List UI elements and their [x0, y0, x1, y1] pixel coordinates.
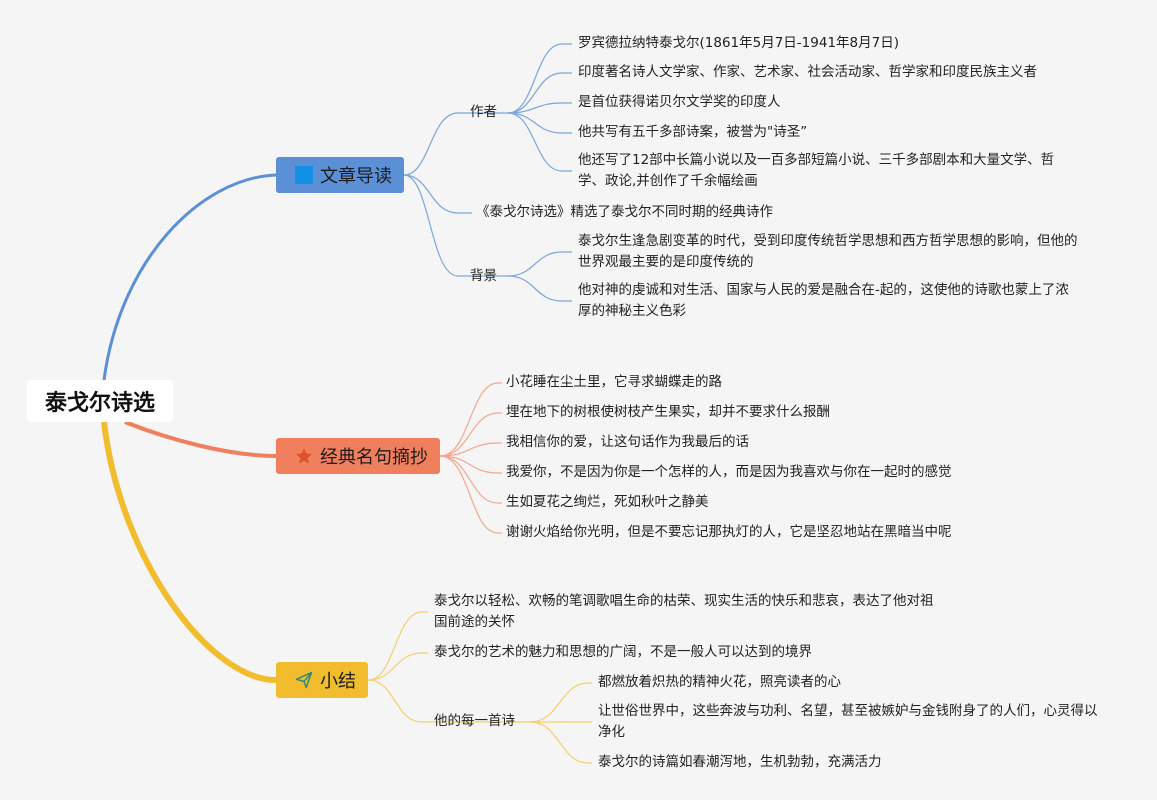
subtopic-selection[interactable]: 《泰戈尔诗选》精选了泰戈尔不同时期的经典诗作: [476, 204, 773, 220]
summary-item[interactable]: 泰戈尔以轻松、欢畅的笔调歌唱生命的枯荣、现实生活的快乐和悲哀，表达了他对祖国前途…: [434, 593, 934, 630]
list-item[interactable]: 他共写有五千多部诗案，被誉为"诗圣”: [578, 124, 808, 140]
quote-item[interactable]: 生如夏花之绚烂，死如秋叶之静美: [506, 494, 709, 510]
subtopic-label: 作者: [470, 104, 497, 120]
list-item[interactable]: 是首位获得诺贝尔文学奖的印度人: [578, 94, 781, 110]
subtopic-author[interactable]: 作者: [470, 102, 497, 123]
branch-classic-quotes[interactable]: 经典名句摘抄: [276, 438, 440, 474]
quote-item[interactable]: 我相信你的爱，让这句话作为我最后的话: [506, 434, 749, 450]
paper-plane-icon: [294, 670, 314, 690]
trunk-blue: [102, 173, 277, 381]
quote-item[interactable]: 谢谢火焰给你光明，但是不要忘记那执灯的人，它是坚忍地站在黑暗当中呢: [506, 524, 952, 540]
quote-item[interactable]: 埋在地下的树根使树枝产生果实，却并不要求什么报酬: [506, 404, 830, 420]
star-icon: [294, 446, 314, 466]
square-icon: [294, 165, 314, 185]
list-item[interactable]: 罗宾德拉纳特泰戈尔(1861年5月7日-1941年8月7日): [578, 35, 899, 51]
list-item[interactable]: 都燃放着炽热的精神火花，照亮读者的心: [598, 674, 841, 690]
branch-article-guide[interactable]: 文章导读: [276, 157, 404, 193]
list-item[interactable]: 泰戈尔的诗篇如春潮泻地，生机勃勃，充满活力: [598, 754, 882, 770]
root-topic[interactable]: 泰戈尔诗选: [27, 380, 173, 422]
subtopic-each-poem[interactable]: 他的每一首诗: [434, 711, 515, 732]
list-item[interactable]: 他还写了12部中长篇小说以及一百多部短篇小说、三千多部剧本和大量文学、哲学、政论…: [578, 152, 1055, 189]
branch-label: 文章导读: [320, 166, 392, 187]
summary-item[interactable]: 泰戈尔的艺术的魅力和思想的广阔，不是一般人可以达到的境界: [434, 644, 812, 660]
branch-summary[interactable]: 小结: [276, 662, 368, 698]
quote-item[interactable]: 我爱你，不是因为你是一个怎样的人，而是因为我喜欢与你在一起时的感觉: [506, 464, 952, 480]
trunk-yellow: [101, 421, 277, 683]
subtopic-label: 背景: [470, 268, 497, 284]
branch-label: 经典名句摘抄: [320, 447, 428, 468]
list-item[interactable]: 印度著名诗人文学家、作家、艺术家、社会活动家、哲学家和印度民族主义者: [578, 64, 1037, 80]
trunk-orange: [124, 420, 277, 458]
list-item[interactable]: 让世俗世界中，这些奔波与功利、名望，甚至被嫉妒与金钱附身了的人们，心灵得以净化: [598, 703, 1098, 740]
root-topic-label: 泰戈尔诗选: [44, 391, 155, 416]
list-item[interactable]: 他对神的虔诚和对生活、国家与人民的爱是融合在-起的，这使他的诗歌也蒙上了浓厚的神…: [578, 282, 1069, 319]
subtopic-label: 他的每一首诗: [434, 713, 515, 729]
list-item[interactable]: 泰戈尔生逢急剧变革的时代，受到印度传统哲学思想和西方哲学思想的影响，但他的世界观…: [578, 233, 1078, 270]
subtopic-background[interactable]: 背景: [470, 266, 497, 287]
quote-item[interactable]: 小花睡在尘土里，它寻求蝴蝶走的路: [506, 374, 722, 390]
branch-label: 小结: [320, 671, 356, 692]
